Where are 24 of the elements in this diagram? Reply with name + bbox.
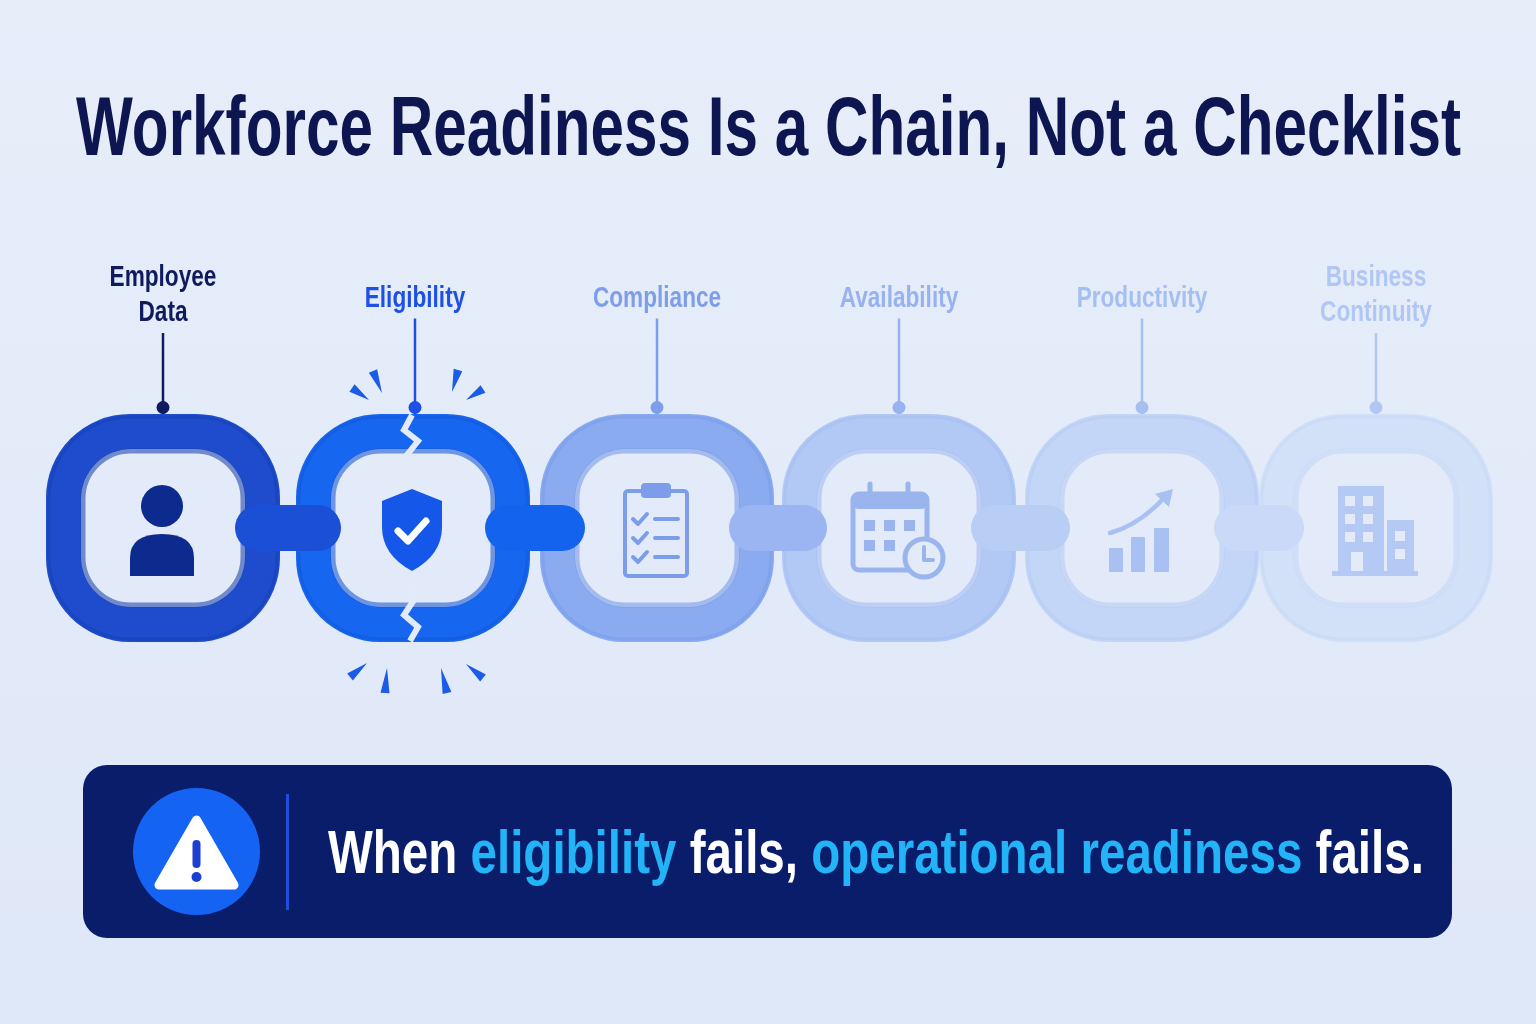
chain-link	[46, 414, 280, 642]
chain-connector	[971, 505, 1070, 551]
chain-link	[782, 414, 1016, 642]
chain-connector	[235, 505, 341, 551]
title: Workforce Readiness Is a Chain, Not a Checklist	[75, 84, 1461, 168]
step-label: Employee Data	[96, 259, 230, 329]
leader-line	[650, 318, 664, 414]
step-label: Productivity	[1060, 279, 1224, 315]
chain-connector	[485, 505, 585, 551]
chain-link	[540, 414, 774, 642]
chain-link	[1259, 414, 1493, 642]
leader-line	[156, 333, 170, 414]
alert-banner	[83, 765, 1452, 938]
leader-line	[408, 318, 422, 414]
leader-line	[1369, 333, 1383, 414]
leader-line	[1135, 318, 1149, 414]
chain-link	[1025, 414, 1259, 642]
leader-line	[892, 318, 906, 414]
step-label: Eligibility	[333, 279, 497, 315]
chain-connector	[1214, 505, 1304, 551]
step-label: Availability	[817, 279, 981, 315]
step-label: Compliance	[575, 279, 739, 315]
chain-link	[296, 414, 530, 642]
chain-connector	[729, 505, 827, 551]
